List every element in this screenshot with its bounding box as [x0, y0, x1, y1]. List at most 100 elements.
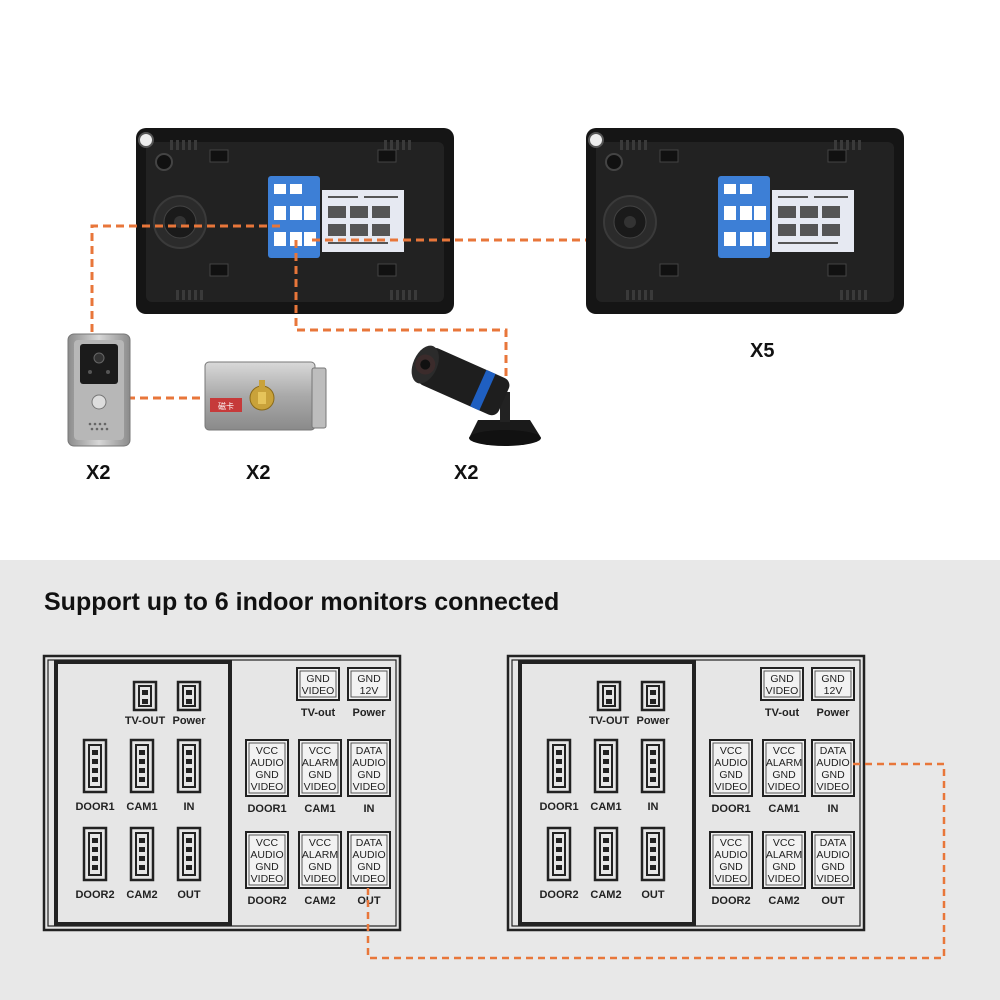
connector-label: IN — [184, 801, 195, 813]
pin-label: AUDIO — [352, 849, 385, 861]
connector-cam1 — [129, 738, 155, 794]
pin-label: VIDEO — [768, 781, 801, 793]
terminal-block-label: Power — [352, 707, 386, 719]
connector-label: CAM2 — [590, 889, 621, 901]
pin-label: DATA — [356, 745, 382, 757]
pin-label: VIDEO — [353, 781, 386, 793]
connector-label: OUT — [177, 889, 201, 901]
pin-label: GND — [255, 861, 279, 873]
pin-label: VCC — [256, 837, 279, 849]
connector-label: CAM1 — [126, 801, 157, 813]
connector-label: DOOR2 — [539, 889, 578, 901]
pin-label: GND — [719, 769, 743, 781]
pin-label: 12V — [824, 685, 843, 697]
pin-label: AUDIO — [352, 757, 385, 769]
pin-label: VCC — [773, 745, 796, 757]
pin-label: GND — [308, 769, 332, 781]
connector-cam2 — [593, 826, 619, 882]
terminal-block-label: CAM1 — [768, 803, 799, 815]
terminal-block-label: IN — [364, 803, 375, 815]
pin-label: ALARM — [766, 849, 802, 861]
pin-label: GND — [770, 673, 794, 685]
outdoor-doorbell-unit — [67, 333, 131, 447]
pin-label: AUDIO — [816, 757, 849, 769]
connector-cam1 — [593, 738, 619, 794]
connector-door1 — [546, 738, 572, 794]
connector-label: DOOR1 — [75, 801, 114, 813]
connector-label: CAM2 — [126, 889, 157, 901]
pin-label: VIDEO — [251, 781, 284, 793]
wiring-illustration: 磁卡 — [67, 128, 904, 447]
terminal-block-label: Power — [816, 707, 850, 719]
connector-label: DOOR2 — [75, 889, 114, 901]
terminal-block-label: CAM2 — [768, 895, 799, 907]
connector-cam2 — [129, 826, 155, 882]
terminal-block-label: CAM1 — [304, 803, 335, 815]
connector-out — [176, 826, 202, 882]
pin-label: VCC — [309, 837, 332, 849]
connector-door1 — [82, 738, 108, 794]
connector-label: Power — [636, 715, 670, 727]
pin-label: AUDIO — [250, 849, 283, 861]
pin-label: VIDEO — [353, 873, 386, 885]
doorbell-quantity-label: X2 — [86, 462, 111, 484]
terminal-block-label: OUT — [821, 895, 845, 907]
pin-label: AUDIO — [250, 757, 283, 769]
connector-label: TV-OUT — [125, 715, 166, 727]
terminal-block-label: DOOR2 — [711, 895, 750, 907]
product-illustration-area: 磁卡 X5 X2 X2 X2 — [67, 128, 904, 484]
connector-out — [640, 826, 666, 882]
pin-label: GND — [719, 861, 743, 873]
pin-label: VIDEO — [766, 685, 799, 697]
pin-label: VIDEO — [715, 781, 748, 793]
bullet-camera — [411, 345, 541, 446]
pin-label: GND — [306, 673, 330, 685]
connector-label: TV-OUT — [589, 715, 630, 727]
pin-label: VIDEO — [768, 873, 801, 885]
connector-tv-out — [596, 680, 622, 712]
connector-label: Power — [172, 715, 206, 727]
connector-label: IN — [648, 801, 659, 813]
connector-door2 — [546, 826, 572, 882]
connector-label: OUT — [641, 889, 665, 901]
pin-label: VIDEO — [817, 781, 850, 793]
pin-label: GND — [357, 861, 381, 873]
pin-label: GND — [357, 769, 381, 781]
connector-in — [640, 738, 666, 794]
pin-label: ALARM — [766, 757, 802, 769]
pin-label: DATA — [820, 745, 846, 757]
terminal-block-label: DOOR2 — [247, 895, 286, 907]
connector-label: CAM1 — [590, 801, 621, 813]
pin-label: ALARM — [302, 849, 338, 861]
pin-label: VIDEO — [715, 873, 748, 885]
lock-sticker-label: 磁卡 — [218, 401, 234, 411]
pin-label: VIDEO — [304, 873, 337, 885]
indoor-monitor-back-2 — [586, 128, 904, 314]
connector-tv-out — [132, 680, 158, 712]
pin-label: VIDEO — [817, 873, 850, 885]
indoor-monitor-back-1 — [136, 128, 454, 314]
monitor-quantity-label: X5 — [750, 340, 775, 362]
wiring-lines — [90, 224, 586, 400]
section-heading: Support up to 6 indoor monitors connecte… — [44, 588, 560, 616]
connector-power — [640, 680, 666, 712]
terminal-block-label: DOOR1 — [711, 803, 750, 815]
pin-label: GND — [357, 673, 381, 685]
pin-label: VCC — [309, 745, 332, 757]
pin-label: VIDEO — [304, 781, 337, 793]
connector-in — [176, 738, 202, 794]
